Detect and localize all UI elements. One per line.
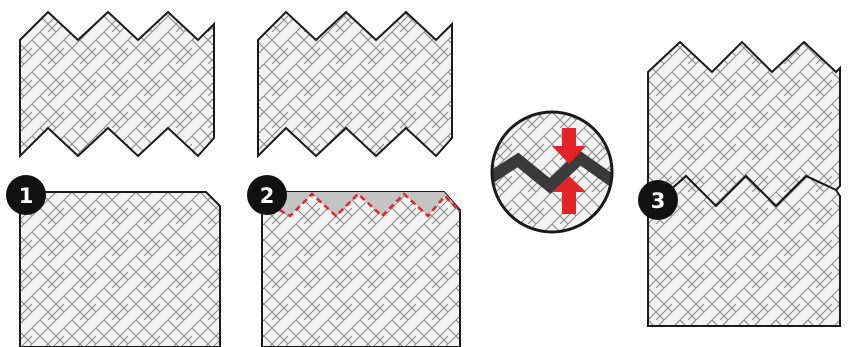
panel-1-bottom-block — [20, 192, 220, 347]
step-badge-1: 1 — [6, 175, 46, 215]
panel-2-top-block — [258, 12, 452, 156]
zoom-circle-icon — [490, 110, 614, 234]
step-number-3: 3 — [651, 189, 666, 213]
panel-2-bottom-block — [262, 192, 460, 347]
step-number-1: 1 — [19, 184, 34, 208]
step-number-2: 2 — [260, 184, 275, 208]
panel-1-top-block — [20, 12, 214, 156]
panel-3-joined-block — [648, 42, 840, 326]
step-badge-3: 3 — [638, 180, 678, 220]
step-badge-2: 2 — [247, 175, 287, 215]
